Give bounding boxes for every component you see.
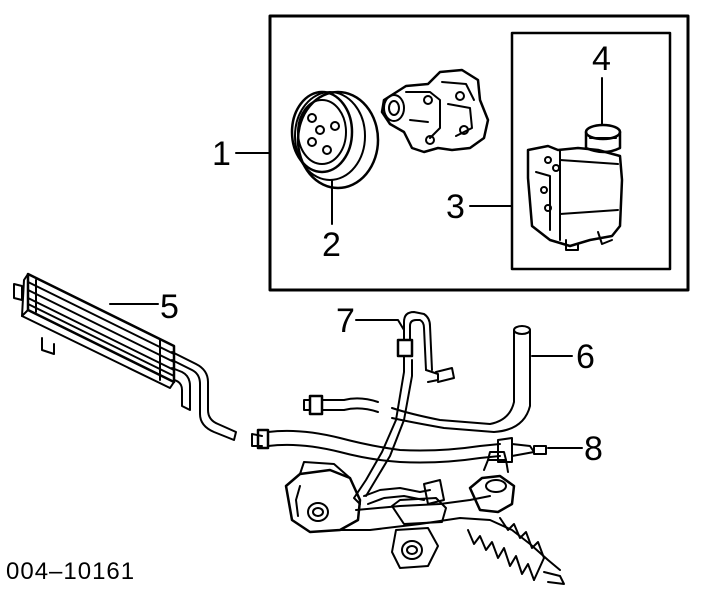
power-steering-pump — [380, 68, 490, 154]
callout-5: 5 — [160, 288, 179, 326]
pressure-hose — [353, 311, 455, 505]
pulley — [290, 90, 380, 190]
figure-code: 004–10161 — [6, 558, 136, 585]
cooler-line — [251, 428, 547, 464]
leader-lines — [109, 77, 603, 449]
callout-4: 4 — [592, 40, 611, 78]
oil-cooler — [13, 272, 237, 441]
callout-8: 8 — [584, 430, 603, 468]
reservoir-frame — [510, 31, 672, 271]
callout-2: 2 — [322, 226, 341, 264]
callout-7: 7 — [336, 302, 355, 340]
return-hose — [303, 325, 531, 433]
callout-6: 6 — [576, 338, 595, 376]
leader-7 — [355, 319, 405, 331]
callout-3: 3 — [446, 188, 465, 226]
callout-1: 1 — [212, 135, 231, 173]
steering-gear — [284, 451, 565, 585]
reservoir — [526, 123, 624, 251]
